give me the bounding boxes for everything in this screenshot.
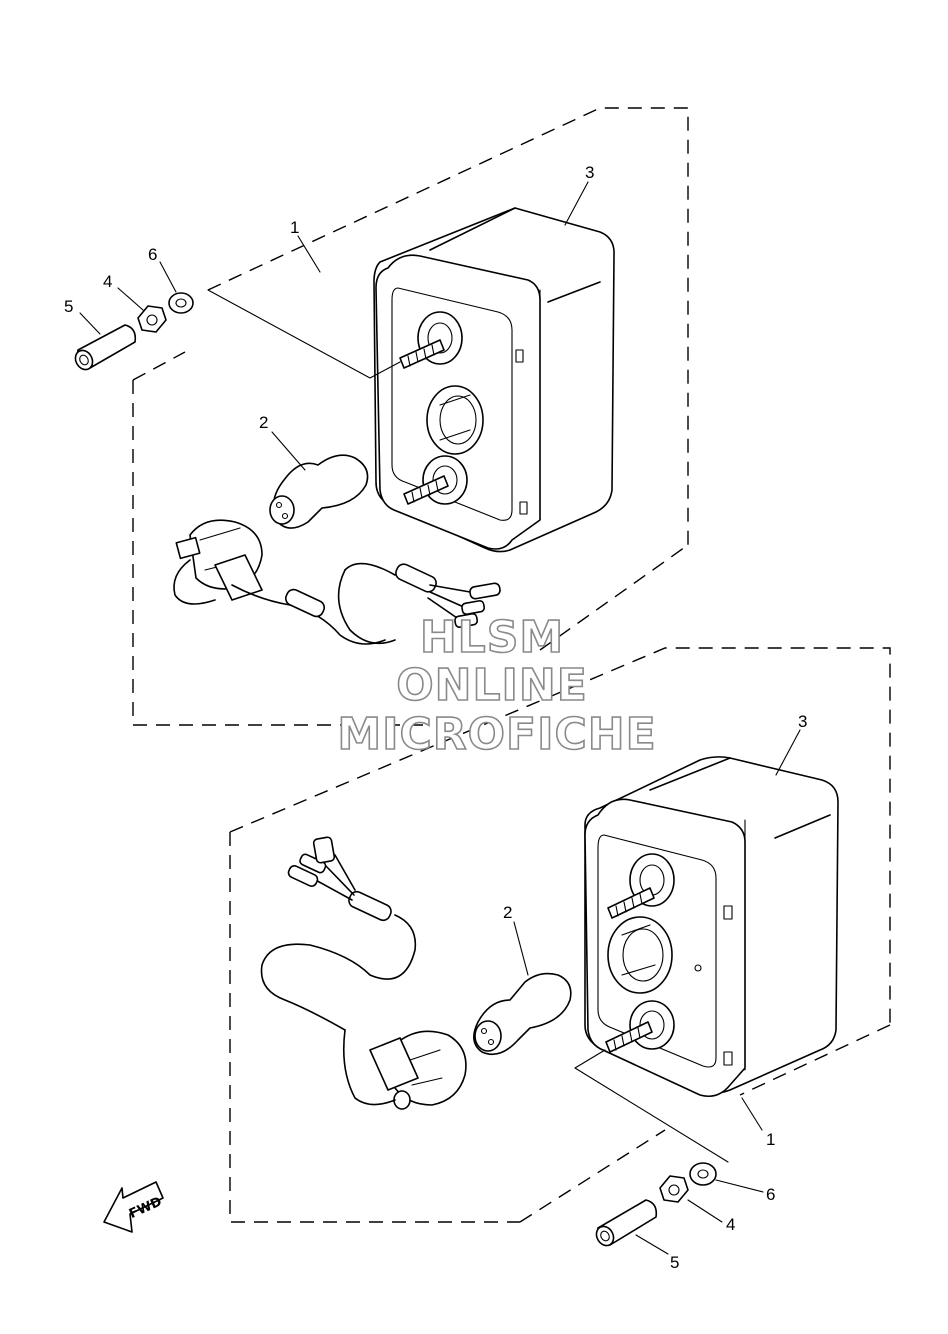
upper-assembly: 1 2 3 4 5 6 xyxy=(64,107,689,726)
upper-nut xyxy=(137,305,167,333)
upper-callout-6: 6 xyxy=(148,245,157,264)
lower-stud-bottom xyxy=(605,1021,653,1053)
watermark-line-3: MICROFICHE xyxy=(337,709,656,760)
upper-stud-top xyxy=(399,339,445,369)
lower-nut xyxy=(659,1175,689,1203)
lower-assembly: 1 2 3 4 5 6 xyxy=(229,647,891,1272)
upper-light-housing xyxy=(373,207,615,553)
lower-stud-top xyxy=(607,887,655,919)
upper-callout-5: 5 xyxy=(64,297,73,316)
lower-light-housing xyxy=(584,756,839,1098)
upper-bulb xyxy=(269,454,369,529)
lower-socket-harness xyxy=(260,836,467,1110)
upper-washer xyxy=(168,292,194,314)
lower-group-boundary xyxy=(229,832,520,1223)
watermark-line-1: HLSM xyxy=(420,612,564,663)
lower-callout-1: 1 xyxy=(766,1130,775,1149)
upper-callout-3: 3 xyxy=(585,163,594,182)
lower-callout-6: 6 xyxy=(766,1185,775,1204)
lower-bulb xyxy=(473,972,572,1056)
lower-callout-4: 4 xyxy=(726,1215,735,1234)
upper-group-boundary xyxy=(207,107,689,545)
watermark-line-2: ONLINE xyxy=(396,660,588,711)
upper-stud-bottom xyxy=(403,475,449,505)
fwd-arrow: FWD xyxy=(103,1181,164,1233)
upper-callout-2: 2 xyxy=(259,413,268,432)
upper-callout-4: 4 xyxy=(103,272,112,291)
lower-washer xyxy=(689,1162,717,1186)
upper-spacer xyxy=(74,324,137,371)
lower-callout-5: 5 xyxy=(670,1253,679,1272)
watermark: HLSM ONLINE MICROFICHE xyxy=(337,611,657,761)
lower-callout-3: 3 xyxy=(798,712,807,731)
upper-socket-harness xyxy=(173,519,501,645)
lower-callout-2: 2 xyxy=(503,903,512,922)
lower-spacer xyxy=(595,1199,658,1247)
upper-callout-1: 1 xyxy=(290,218,299,237)
